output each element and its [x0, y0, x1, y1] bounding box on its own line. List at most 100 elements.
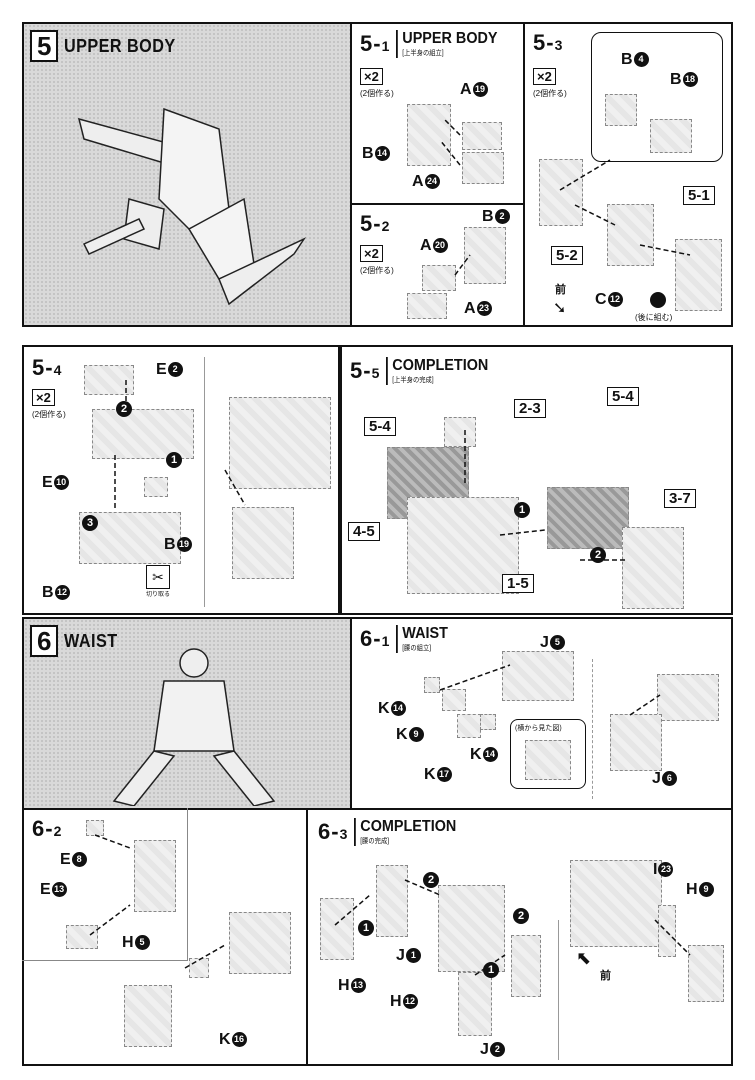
divider-line: [204, 357, 205, 607]
part-letter: A: [460, 81, 472, 98]
step-number-sub: 1: [381, 38, 391, 54]
part-number: 14: [482, 747, 498, 763]
assemble-later-note: (後に組む): [635, 313, 673, 322]
part-number: 17: [436, 767, 452, 783]
part-e2-drawing: [84, 365, 134, 395]
part-letter: E: [60, 851, 71, 868]
step-title: COMPLETION[上半身の完成]: [386, 357, 489, 385]
step-title-text: COMPLETION: [360, 818, 457, 835]
head-drawing: [444, 417, 476, 447]
step-number: 6-3: [318, 819, 348, 845]
part-a20-drawing: [422, 265, 456, 291]
ref-box-5-4-left: 5-4: [364, 417, 396, 436]
part-number: 20: [432, 238, 448, 254]
step-number-sub: 2: [53, 823, 63, 839]
later-indicator-icon: [650, 292, 666, 308]
upper-body-sketch: [77, 107, 307, 306]
part-letter: H: [390, 993, 402, 1010]
step-5-5-panel: 5-5 COMPLETION[上半身の完成] 2-3 5-4 5-4 3-7 4…: [340, 345, 733, 615]
step-marker-1: 1: [166, 452, 182, 468]
part-letter: J: [480, 1041, 489, 1058]
step-number-main: 5-: [32, 355, 54, 380]
part-i23-drawing: [658, 905, 676, 957]
part-number: 23: [476, 301, 492, 317]
part-h12-drawing: [458, 972, 492, 1036]
section-5-overview-panel: 5 UPPER BODY: [22, 22, 352, 327]
step-number: 5-1: [360, 31, 390, 57]
part-number: 2: [167, 362, 183, 378]
wing-binder-right-drawing: [547, 487, 629, 549]
section-title: UPPER BODY: [64, 35, 177, 56]
front-arrow-icon: ➘: [553, 300, 567, 317]
make-two-note: (2個作る): [360, 266, 394, 275]
multiplier-badge: ×2: [32, 389, 55, 406]
part-k16-drawing: [189, 958, 209, 978]
step-number-main: 5-: [350, 358, 372, 383]
step-5-1-header: 5-1 UPPER BODY[上半身の組立]: [360, 30, 509, 58]
step-5-2-header: 5-2: [360, 211, 390, 237]
make-two-note: (2個作る): [533, 89, 567, 98]
step-number-sub: 3: [339, 826, 349, 842]
part-letter: B: [621, 51, 633, 68]
part-letter: E: [40, 881, 51, 898]
step-number: 5-2: [360, 211, 390, 237]
part-letter: B: [42, 584, 54, 601]
front-arrow-icon: ⬉: [576, 948, 592, 968]
step-5-4-header: 5-4: [32, 355, 62, 381]
ref-box-4-5: 4-5: [348, 522, 380, 541]
part-a19-drawing: [462, 122, 502, 150]
part-letter: K: [219, 1031, 231, 1048]
part-letter: B: [670, 71, 682, 88]
part-number: 12: [607, 292, 623, 308]
ref-box-3-7: 3-7: [664, 489, 696, 508]
part-letter: B: [482, 208, 494, 225]
arm-drawing: [622, 527, 684, 609]
part-letter: B: [164, 536, 176, 553]
part-number: 4: [633, 52, 649, 68]
step-number-main: 5-: [360, 211, 382, 236]
step-title-text: WAIST: [402, 625, 449, 642]
waist-sketch: [112, 648, 276, 807]
assembly-5-2-drawing: [539, 159, 583, 226]
divider-line: [592, 659, 593, 799]
divider-line: [558, 920, 559, 1060]
step-marker-2: 2: [590, 547, 606, 563]
part-h13-drawing: [320, 898, 354, 960]
section-number: 5: [30, 30, 59, 62]
ref-box-1-5: 1-5: [502, 574, 534, 593]
step-title: WAIST[腰の組立]: [396, 625, 448, 653]
part-b19-drawing: [144, 477, 168, 497]
part-k14-drawing: [424, 677, 440, 693]
upper-body-illustration: [69, 79, 309, 314]
step-marker-3: 3: [82, 515, 98, 531]
multiplier-badge: ×2: [533, 68, 556, 85]
part-letter: H: [338, 977, 350, 994]
arm-detail-drawing: [229, 397, 331, 489]
part-number: 8: [71, 852, 87, 868]
section-number: 6: [30, 625, 59, 657]
ref-box-5-1: 5-1: [683, 186, 715, 205]
part-letter: H: [686, 881, 698, 898]
step-number-sub: 2: [381, 218, 391, 234]
torso-drawing: [407, 497, 519, 594]
part-number: 2: [489, 1042, 505, 1058]
step-number-main: 5-: [360, 31, 382, 56]
part-number: 24: [424, 174, 440, 190]
step-number-sub: 1: [381, 633, 391, 649]
part-number: 6: [661, 771, 677, 787]
front-marker: 前: [600, 970, 611, 982]
